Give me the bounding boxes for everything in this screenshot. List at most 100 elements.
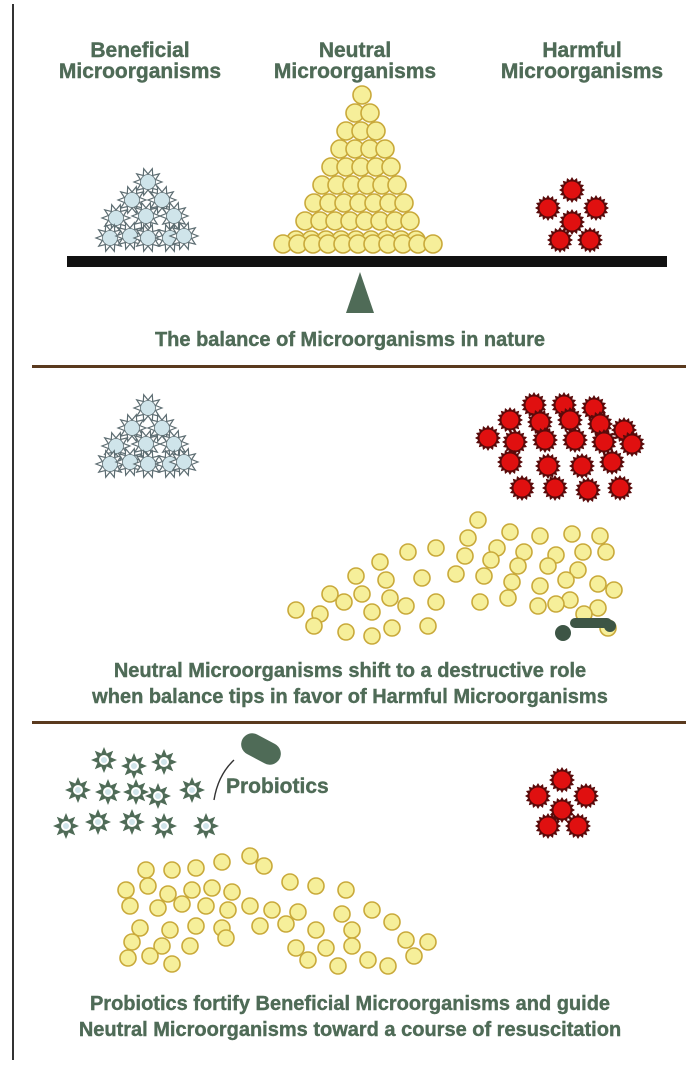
caption-balance: The balance of Microorganisms in nature	[20, 327, 680, 353]
neutral-microbe	[204, 880, 220, 896]
neutral-microbe	[406, 948, 422, 964]
neutral-microbe	[598, 544, 614, 560]
beneficial-microbe	[109, 211, 124, 226]
neutral-microbe	[592, 528, 608, 544]
probiotic-microbe-center	[161, 823, 167, 829]
neutral-microbe	[470, 512, 486, 528]
header-harmful: Harmful Microorganisms	[482, 40, 682, 82]
dark-bacterium	[555, 625, 571, 641]
neutral-microbe	[164, 862, 180, 878]
probiotic-microbe-center	[131, 763, 137, 769]
probiotic-microbe-center	[155, 793, 161, 799]
beneficial-microbe	[103, 457, 118, 472]
caption-fortify-line1: Probiotics fortify Beneficial Microorgan…	[20, 991, 680, 1017]
neutral-microbe	[606, 582, 622, 598]
neutral-microbe	[150, 900, 166, 916]
neutral-microbe	[140, 878, 156, 894]
neutral-microbe	[188, 860, 204, 876]
probiotics-label: Probiotics	[226, 775, 336, 799]
neutral-microbe	[353, 86, 371, 104]
probiotic-microbe-center	[75, 787, 81, 793]
neutral-microbe	[308, 878, 324, 894]
harmful-microbe	[530, 788, 547, 805]
beneficial-microbe	[123, 455, 138, 470]
neutral-microbe	[448, 566, 464, 582]
neutral-microbe	[252, 918, 268, 934]
neutral-microbe	[164, 956, 180, 972]
harmful-microbe	[564, 182, 581, 199]
neutral-microbe	[344, 922, 360, 938]
neutral-microbe	[388, 176, 406, 194]
neutral-microbe	[338, 624, 354, 640]
harmful-microbe	[574, 458, 591, 475]
beneficial-microbe	[123, 229, 138, 244]
harmful-microbe	[554, 772, 571, 789]
neutral-microbe	[420, 618, 436, 634]
beneficial-microbe	[141, 231, 156, 246]
beneficial-microbe	[155, 193, 170, 208]
harmful-microbe	[554, 802, 571, 819]
beneficial-microbe	[139, 209, 154, 224]
neutral-microbe	[364, 902, 380, 918]
neutral-microbe	[548, 596, 564, 612]
neutral-microbe	[118, 882, 134, 898]
neutral-microbe	[367, 122, 385, 140]
neutral-microbe	[282, 874, 298, 890]
harmful-microbe	[540, 458, 557, 475]
neutral-microbe	[460, 530, 476, 546]
harmful-microbe	[580, 482, 597, 499]
harmful-microbe	[592, 416, 609, 433]
neutral-microbe	[330, 958, 346, 974]
neutral-microbe	[364, 628, 380, 644]
harmful-microbe	[570, 818, 587, 835]
harmful-microbe	[562, 412, 579, 429]
caption-shift-line1: Neutral Microorganisms shift to a destru…	[20, 658, 680, 684]
neutral-microbe	[476, 568, 492, 584]
beneficial-microbe	[141, 457, 156, 472]
probiotic-microbe-center	[95, 819, 101, 825]
harmful-microbe	[540, 200, 557, 217]
neutral-microbe	[558, 572, 574, 588]
neutral-microbe	[318, 940, 334, 956]
neutral-microbe	[162, 922, 178, 938]
neutral-microbe	[174, 896, 190, 912]
neutral-microbe	[564, 526, 580, 542]
neutral-microbe	[378, 572, 394, 588]
neutral-microbe	[334, 906, 350, 922]
neutral-microbe	[278, 916, 294, 932]
neutral-microbe	[420, 934, 436, 950]
header-neutral: Neutral Microorganisms	[255, 40, 455, 82]
harmful-microbe	[588, 200, 605, 217]
neutral-microbe	[220, 902, 236, 918]
harmful-microbe	[567, 432, 584, 449]
neutral-microbe	[288, 940, 304, 956]
neutral-microbe	[224, 884, 240, 900]
neutral-microbe	[401, 212, 419, 230]
beneficial-microbe	[125, 421, 140, 436]
neutral-microbe	[290, 904, 306, 920]
beneficial-microbe	[103, 231, 118, 246]
probiotic-microbe-center	[101, 757, 107, 763]
beneficial-microbe	[125, 193, 140, 208]
divider-1	[32, 365, 686, 368]
neutral-microbe	[348, 568, 364, 584]
neutral-microbe	[308, 922, 324, 938]
harmful-microbe	[596, 434, 613, 451]
beneficial-microbe	[109, 439, 124, 454]
harmful-microbe	[547, 480, 564, 497]
divider-2	[32, 721, 686, 724]
neutral-microbe	[364, 604, 380, 620]
probiotic-microbe-center	[63, 823, 69, 829]
probiotic-microbe-center	[161, 759, 167, 765]
harmful-microbe	[564, 214, 581, 231]
neutral-microbe	[338, 882, 354, 898]
neutral-microbe	[242, 848, 258, 864]
neutral-microbe	[142, 948, 158, 964]
harmful-microbe	[604, 454, 621, 471]
probiotic-capsule	[237, 729, 284, 768]
beneficial-microbe	[139, 437, 154, 452]
neutral-microbe	[532, 528, 548, 544]
neutral-microbe	[504, 574, 520, 590]
neutral-microbe	[384, 914, 400, 930]
